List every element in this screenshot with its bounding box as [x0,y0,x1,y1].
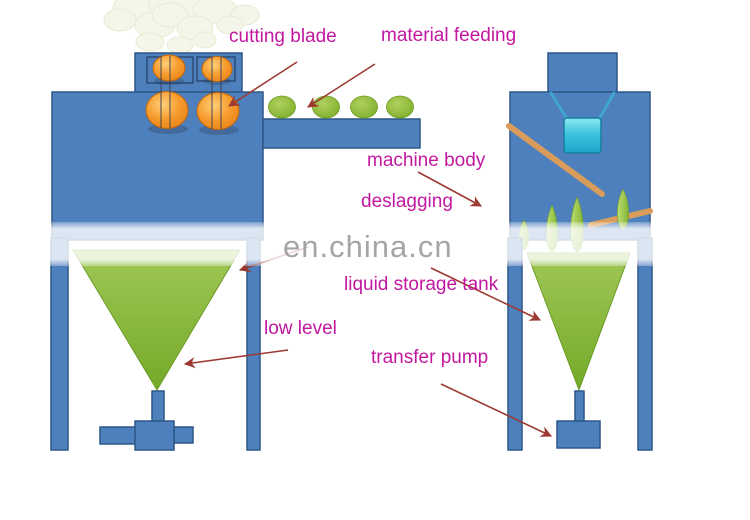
left-machine [50,52,421,451]
watermark-band [0,222,750,266]
left-machine-leg-left [50,237,69,451]
blade-slits [160,56,222,129]
label-transfer-pump: transfer pump [371,347,489,368]
low-level-arrow [183,349,289,369]
watermark-text: en.china.cn [283,229,453,264]
blade-roller-top-left [152,54,186,82]
material-balls [268,95,414,119]
deslagging-chute [506,123,605,197]
transfer-pump-arrow [440,383,553,437]
label-liquid-storage-tank: liquid storage tank [344,274,499,295]
blade-roller-main-right [196,92,240,130]
left-collection-cone [72,249,241,391]
label-material-feeding: material feeding [381,25,517,46]
cutting-blade-arrow [228,61,298,107]
label-machine-body: machine body [367,150,486,171]
feed-conveyor [262,118,421,149]
blade-roller-main-left [145,91,189,129]
liquid-storage-tank-arrow [430,267,542,321]
callout-arrows [183,61,553,437]
blade-roller-top-right [201,56,233,82]
right-top-box [547,52,618,93]
left-outlet-valve [99,390,194,451]
funnel-guides [549,91,616,121]
crusher-box [563,117,602,154]
liquid-storage-cone [526,252,631,392]
material-feeding-arrow [307,63,376,108]
transfer-pump-unit [556,390,601,449]
label-cutting-blade: cutting blade [229,26,337,47]
deslagging-arrow [417,171,482,207]
left-machine-leg-right [246,237,261,451]
label-low-level: low level [264,318,337,339]
label-deslagging: deslagging [361,191,453,212]
right-machine-leg-right [637,237,653,451]
faded-produce-image [103,0,260,54]
